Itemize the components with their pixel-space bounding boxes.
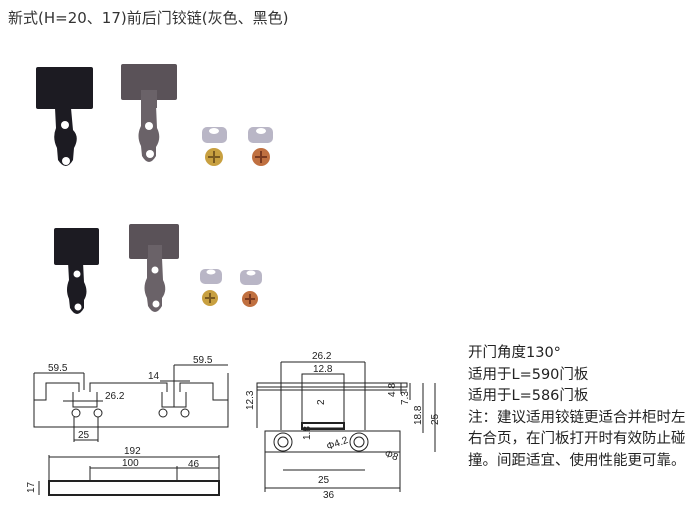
gray-hinge-photo-1: [121, 64, 177, 162]
svg-text:192: 192: [124, 446, 141, 457]
svg-text:25: 25: [78, 430, 90, 441]
svg-text:18.8: 18.8: [413, 405, 424, 425]
side-view-labels: 192 100 46 17: [26, 446, 200, 493]
svg-text:26.2: 26.2: [312, 351, 332, 362]
spec-fit-586: 适用于L=586门板: [468, 388, 589, 404]
black-hinge-photo-2: [54, 228, 99, 314]
svg-text:4.8: 4.8: [387, 383, 398, 397]
svg-text:Φ4.2: Φ4.2: [325, 435, 350, 453]
screw-photo-2a: [200, 269, 222, 306]
gray-hinge-photo-2: [129, 224, 179, 312]
svg-text:1.8: 1.8: [302, 426, 313, 440]
svg-text:17: 17: [26, 481, 37, 493]
spec-angle: 开门角度130°: [468, 345, 561, 361]
svg-text:59.5: 59.5: [48, 363, 68, 374]
screw-photo-2b: [240, 270, 262, 307]
svg-text:100: 100: [122, 458, 139, 469]
spec-fit-590: 适用于L=590门板: [468, 366, 589, 383]
svg-text:25: 25: [318, 475, 330, 486]
svg-text:26.2: 26.2: [105, 391, 125, 402]
spec-text-block: 开门角度130° 适用于L=590门板 适用于L=586门板 注：建议适用铰链更…: [468, 343, 693, 472]
top-view-drawing: [33, 364, 229, 442]
svg-text:Φ8: Φ8: [383, 448, 400, 463]
svg-text:36: 36: [323, 490, 335, 501]
black-hinge-photo-1: [36, 67, 93, 166]
svg-text:7.3: 7.3: [400, 391, 411, 405]
svg-text:12.8: 12.8: [313, 364, 333, 375]
svg-text:12.3: 12.3: [245, 390, 256, 410]
svg-text:14: 14: [148, 371, 160, 382]
hinge-drawing: [256, 361, 436, 492]
spec-note: 注：建议适用铰链更适合并柜时左右合页，在门板打开时有效防止碰撞。间距适宜、使用性…: [468, 409, 686, 469]
svg-text:59.5: 59.5: [193, 355, 213, 366]
side-view-drawing: [38, 455, 220, 496]
top-view-labels: 59.5 59.5 14 26.2 25: [48, 355, 213, 441]
page-title: 新式(H=20、17)前后门铰链(灰色、黑色): [8, 9, 289, 27]
svg-text:46: 46: [188, 459, 200, 470]
svg-text:2: 2: [316, 399, 327, 405]
screw-photo-1a: [202, 127, 227, 166]
svg-text:25: 25: [430, 413, 441, 425]
screw-photo-1b: [248, 127, 273, 166]
